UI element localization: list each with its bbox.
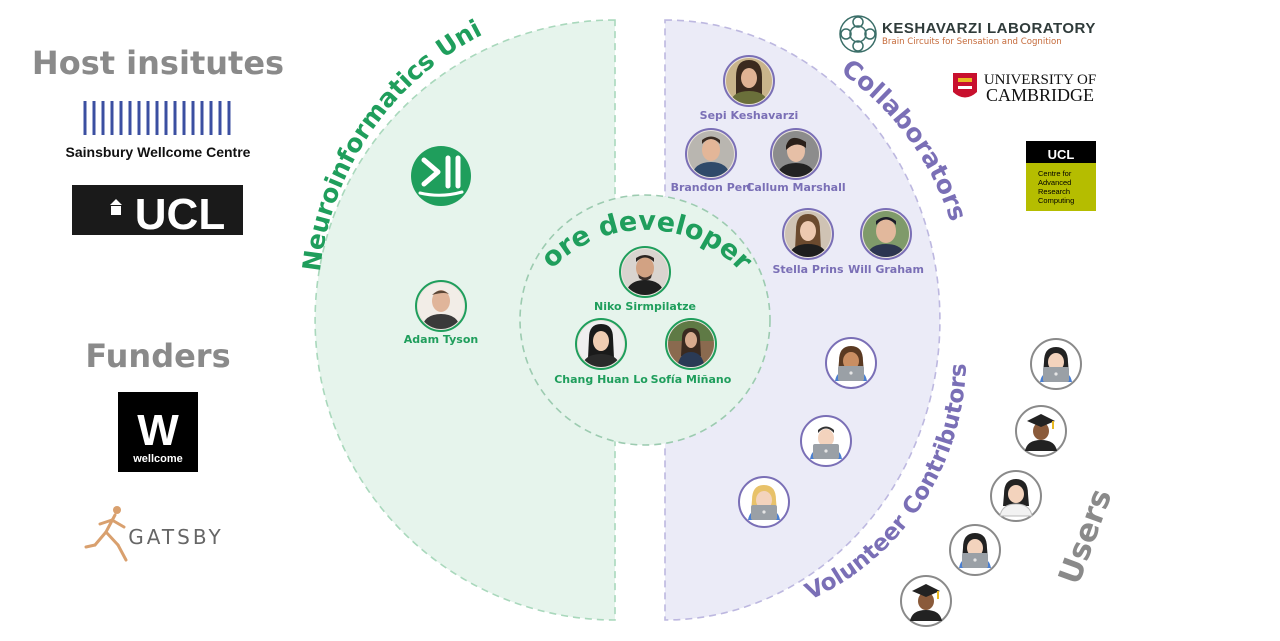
ucl-logo: UCL [72,185,243,239]
volunteer-avatar-2 [800,415,852,467]
user-avatar-5 [900,575,952,627]
niko-sirmpilatze-name: Niko Sirmpilatze [594,300,696,313]
person-brandon-peri [685,128,737,180]
volunteer-avatar-1 [825,337,877,389]
person-niko-sirmpilatze [619,246,671,298]
sepi-keshavarzi-name: Sepi Keshavarzi [700,109,799,122]
wellcome-name: wellcome [132,453,183,465]
person-sofia-minano [665,318,717,370]
core-developers-region [519,194,771,446]
brain-flower-icon [839,15,877,53]
user-avatar-3 [990,470,1042,522]
arc-logo: UCL Centre for Advanced Research Computi… [1026,141,1096,211]
swc-name: Sainsbury Wellcome Centre [66,144,251,160]
sofia-minano-name: Sofía Miñano [651,373,732,386]
laptop-icon [1043,367,1069,382]
arc-line4: Computing [1038,196,1074,205]
adam-tyson-name: Adam Tyson [404,333,478,346]
person-chang-huan-lo [575,318,627,370]
arc-line1: Centre for [1038,169,1072,178]
ucl-logo-text: UCL [135,190,225,239]
person-will-graham [860,208,912,260]
person-stella-prins [782,208,834,260]
graduation-cap-icon [912,584,940,599]
user-avatar-4 [949,524,1001,576]
niu-logo [411,146,471,206]
graduation-cap-icon [1027,414,1055,429]
keshavarzi-title: KESHAVARZI LABORATORY [882,20,1096,37]
wellcome-w: W [137,406,179,455]
person-sepi-keshavarzi [723,55,775,107]
person-adam-tyson [415,280,467,332]
brandon-peri-name: Brandon Peri [671,181,752,194]
neuroinformatics-unit-region [314,19,616,621]
avatar [668,321,714,367]
cambridge-logo: UNIVERSITY OF CAMBRIDGE [953,72,1096,105]
gatsby-name: GATSBY [128,525,223,549]
users-label: Users [1052,484,1119,589]
stella-prins-name: Stella Prins [772,263,844,276]
cambridge-line1: UNIVERSITY OF [984,72,1096,88]
laptop-icon [813,444,839,459]
funders-heading: Funders [85,337,230,375]
laptop-icon [838,366,864,381]
volunteer-avatar-3 [738,476,790,528]
running-figure-icon [84,506,128,562]
laptop-icon [751,505,777,520]
wellcome-logo: W wellcome [118,392,198,472]
callum-marshall-name: Callum Marshall [746,181,845,194]
arc-line2: Advanced [1038,178,1071,187]
arc-line3: Research [1038,187,1070,196]
swc-logo: Sainsbury Wellcome Centre [66,101,251,160]
host-institutes-heading: Host insitutes [32,44,284,82]
person-callum-marshall [770,128,822,180]
avatar [622,249,668,295]
gatsby-logo: GATSBY [84,506,223,562]
will-graham-name: Will Graham [848,263,924,276]
keshavarzi-lab-logo: KESHAVARZI LABORATORY Brain Circuits for… [839,15,1096,53]
user-avatar-1 [1030,338,1082,390]
cambridge-line2: CAMBRIDGE [986,85,1094,105]
cambridge-shield-icon [953,73,977,98]
chang-huan-lo-name: Chang Huan Lo [554,373,648,386]
laptop-icon [962,553,988,568]
collaborators-region [664,19,941,621]
keshavarzi-subtitle: Brain Circuits for Sensation and Cogniti… [882,37,1062,47]
arc-ucl: UCL [1048,147,1075,162]
user-avatar-2 [1015,405,1067,457]
